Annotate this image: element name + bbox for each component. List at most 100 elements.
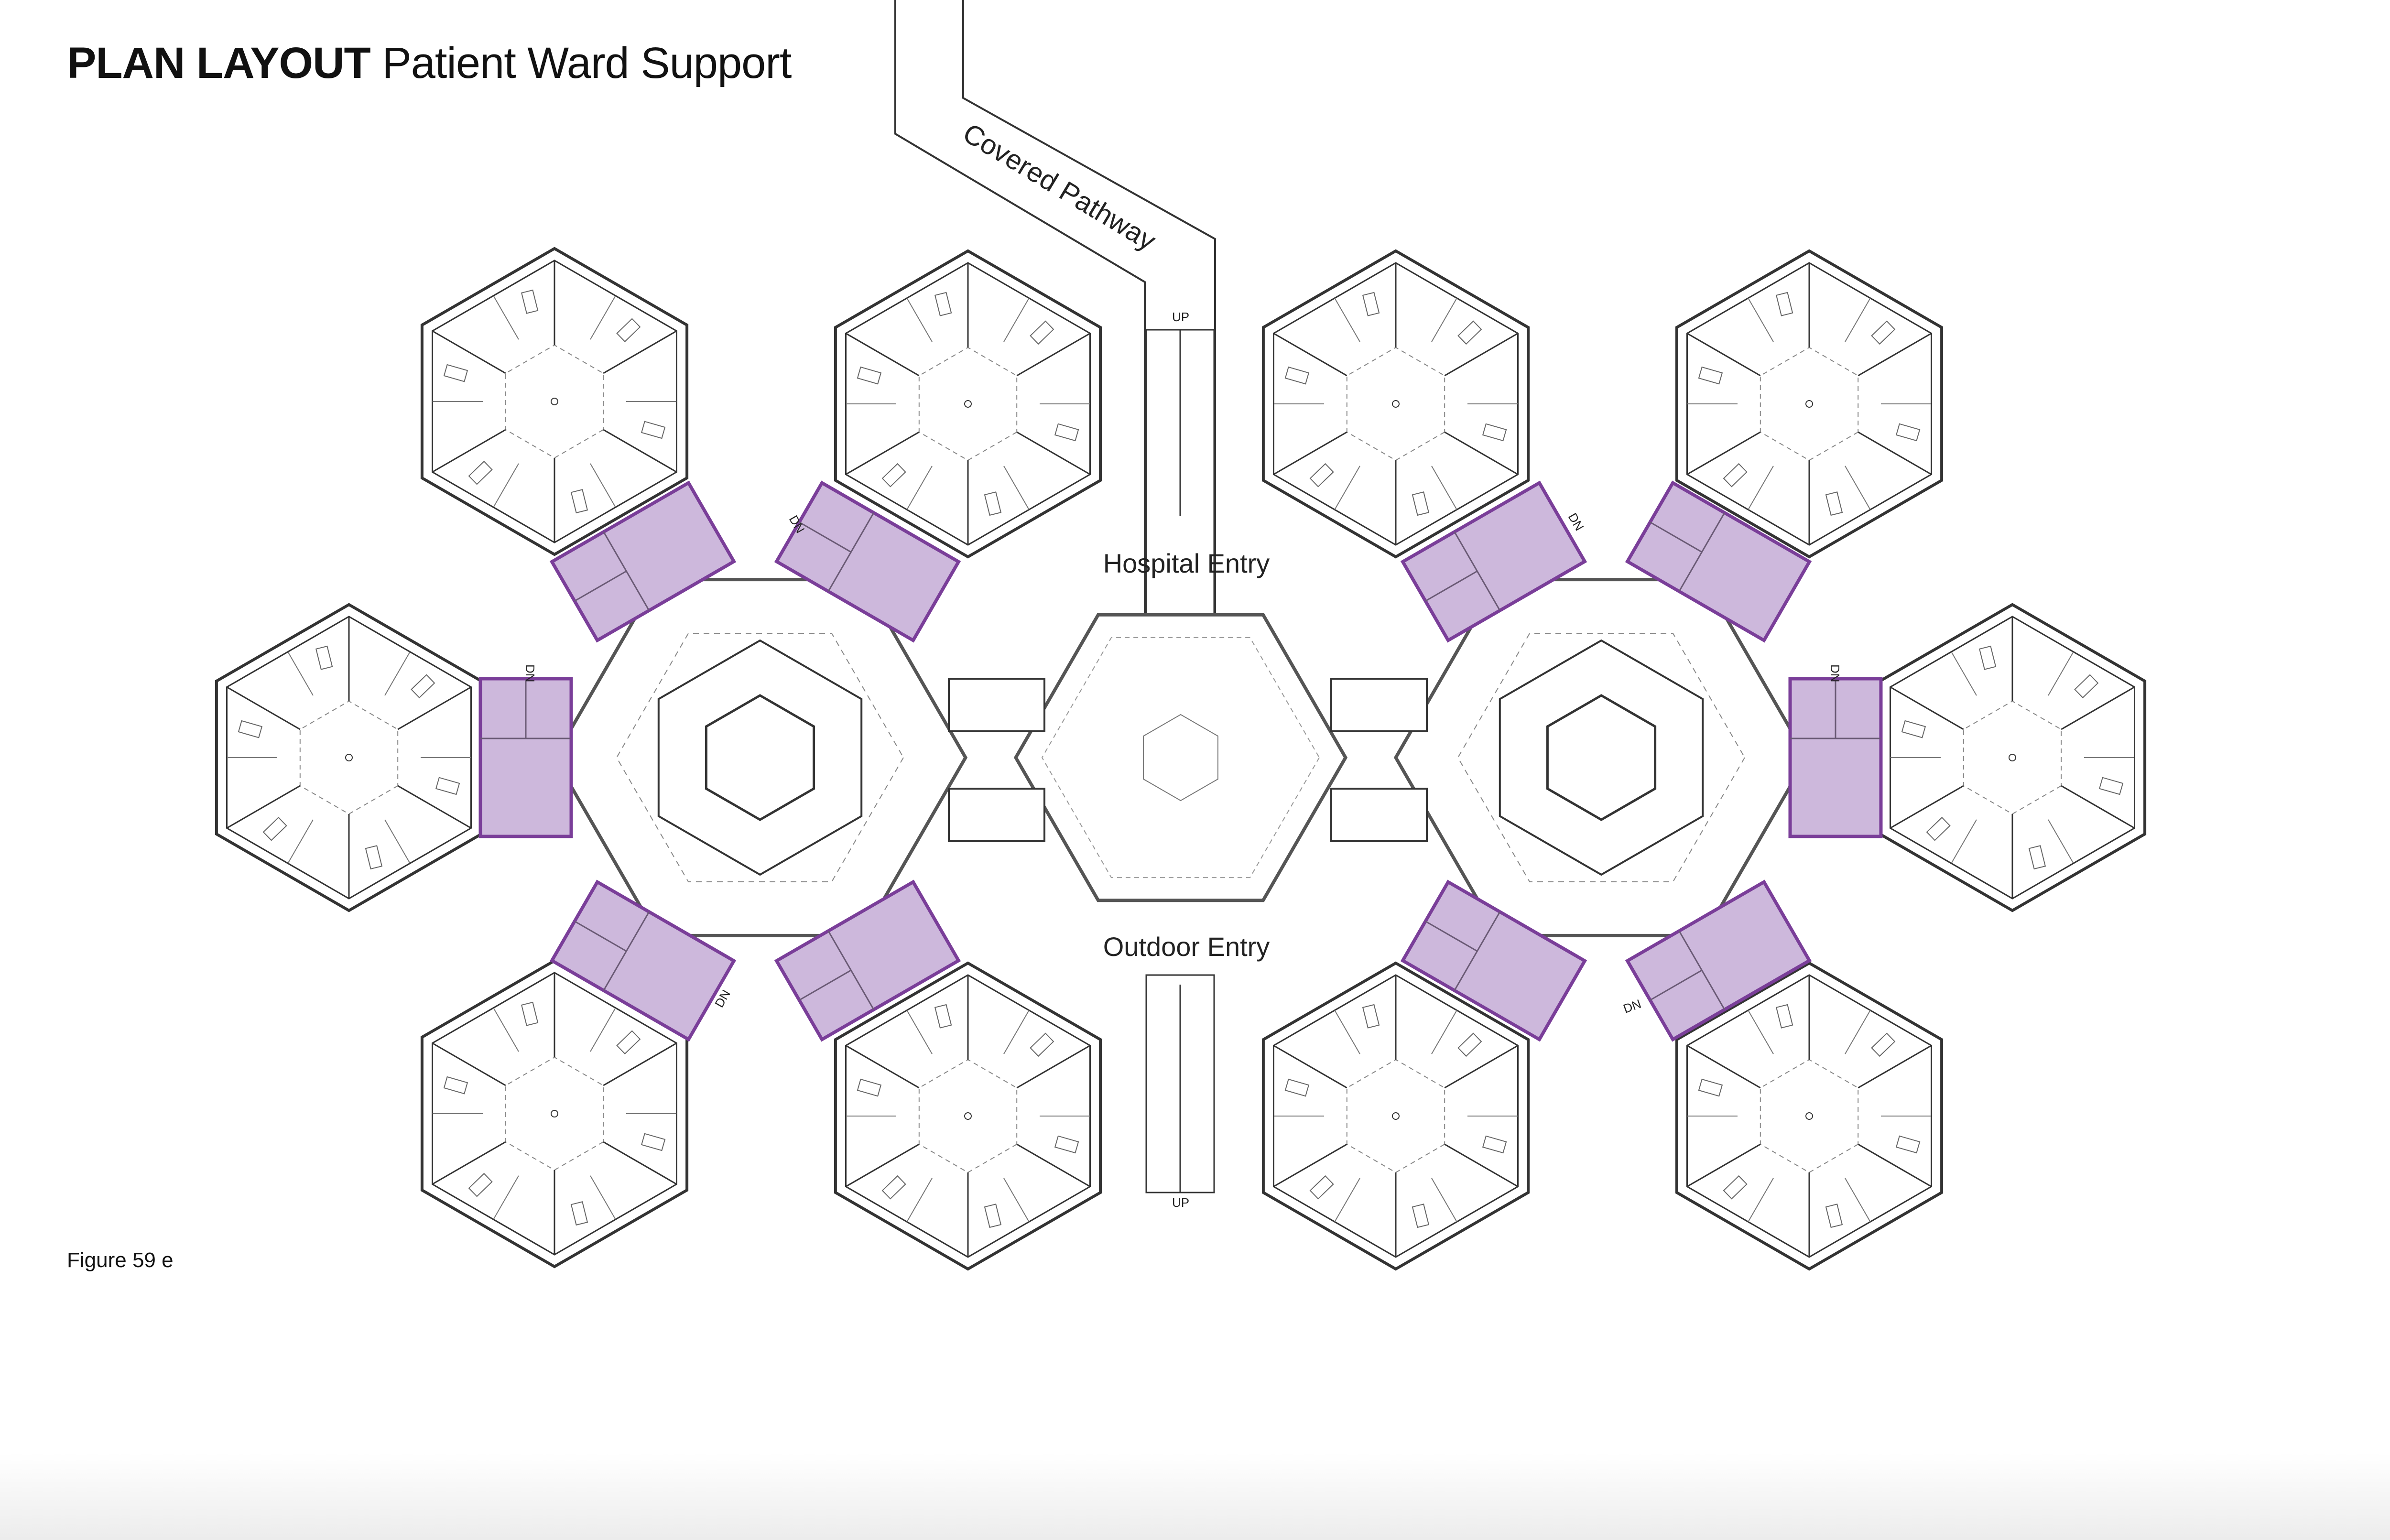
patient-bed <box>411 674 435 699</box>
wing-partition <box>1686 333 1761 377</box>
bay-divider <box>906 466 933 510</box>
wing-partition <box>845 333 920 377</box>
support-room-partition <box>799 521 852 553</box>
patient-bed <box>857 366 882 385</box>
patient-bed <box>2028 845 2046 870</box>
entry-hub-core <box>1143 714 1218 802</box>
wing-partition <box>1273 333 1347 377</box>
wing-partition <box>1444 1143 1519 1187</box>
pathway-edge-right <box>962 0 1216 631</box>
wing-center-mark <box>2009 754 2016 761</box>
title-bold: PLAN LAYOUT <box>67 39 371 87</box>
patient-bed <box>984 1204 1002 1228</box>
wing-center-mark <box>1805 1112 1813 1120</box>
wing-outer-wall <box>1675 249 1944 559</box>
support-room-2 <box>774 480 961 643</box>
support-room-partition <box>1425 921 1478 952</box>
wing-partition <box>2061 785 2135 829</box>
support-room-partition <box>1425 570 1478 602</box>
pathway-edge-left <box>894 0 1146 631</box>
bay-divider <box>906 1178 933 1222</box>
covered-pathway <box>894 0 1216 1193</box>
bay-divider <box>1431 1010 1457 1054</box>
connector-room-2 <box>1330 678 1428 732</box>
bay-divider <box>590 1175 616 1220</box>
patient-bed <box>1825 1204 1843 1228</box>
wing-partition <box>2061 686 2135 730</box>
bay-divider <box>1845 1178 1871 1222</box>
wing-partition <box>1016 1143 1091 1187</box>
ward-wing-8 <box>834 961 1102 1271</box>
bay-divider <box>493 1175 519 1220</box>
bay-divider <box>1334 466 1360 510</box>
connector-room-3 <box>948 788 1045 842</box>
dn-label-2: DN <box>523 664 537 683</box>
support-room-5 <box>478 677 573 838</box>
bay-divider <box>906 1010 933 1054</box>
bay-divider <box>2048 819 2074 864</box>
patient-bed <box>262 816 287 841</box>
support-room-10 <box>1625 879 1812 1042</box>
wing-partition <box>603 1042 677 1086</box>
bay-divider <box>590 463 616 508</box>
wing-center-mark <box>551 1110 558 1117</box>
ward-wing-6 <box>1878 603 2147 912</box>
bay-divider <box>2048 651 2074 696</box>
patient-bed <box>238 720 263 738</box>
patient-bed <box>570 1201 588 1226</box>
wing-partition <box>603 1141 677 1185</box>
wing-partition <box>1890 785 1964 829</box>
bay-divider <box>384 819 411 864</box>
patient-bed <box>1284 366 1310 385</box>
wing-partition <box>1686 1143 1761 1187</box>
ward-wing-2 <box>834 249 1102 559</box>
wing-partition <box>1016 1045 1091 1089</box>
wing-partition <box>1858 333 1932 377</box>
bay-divider <box>287 651 314 696</box>
bay-divider <box>1748 1178 1774 1222</box>
hub-circulation <box>1457 633 1746 882</box>
patient-bed <box>1309 463 1334 488</box>
wing-partition <box>1890 686 1964 730</box>
bay-divider <box>1003 298 1030 342</box>
wing-partition <box>397 686 472 730</box>
wing-center-mark <box>964 1112 972 1120</box>
hub-core <box>705 694 815 821</box>
ward-wing-1 <box>420 247 689 556</box>
patient-bed <box>521 1001 539 1026</box>
support-room-partition <box>574 570 627 602</box>
ward-wing-10 <box>1675 961 1944 1271</box>
patient-bed <box>1054 423 1079 442</box>
bay-divider <box>1431 1178 1457 1222</box>
support-room-1 <box>549 480 737 643</box>
bay-divider <box>493 463 519 508</box>
wing-partition <box>226 686 301 730</box>
bay-divider <box>1845 298 1871 342</box>
patient-bed <box>468 1172 493 1197</box>
wing-partition <box>603 330 677 374</box>
patient-bed <box>1482 1135 1507 1154</box>
patient-bed <box>1871 320 1896 345</box>
support-room-6 <box>1788 677 1883 838</box>
wing-partition <box>1273 1045 1347 1089</box>
support-room-8 <box>774 879 961 1042</box>
patient-bed <box>616 1030 641 1055</box>
hospital-entry-label: Hospital Entry <box>1103 548 1270 578</box>
patient-bed <box>1698 1078 1723 1097</box>
ward-wing-5 <box>215 603 483 912</box>
patient-bed <box>1895 1135 1921 1154</box>
patient-bed <box>315 645 333 670</box>
patient-bed <box>1871 1032 1896 1057</box>
bay-divider <box>1431 298 1457 342</box>
wing-partition <box>1016 333 1091 377</box>
patient-bed <box>1412 1204 1430 1228</box>
outdoor-entry-label: Outdoor Entry <box>1103 932 1270 962</box>
wing-partition <box>1686 431 1761 475</box>
bottom-shade <box>0 1453 2390 1540</box>
title-light: Patient Ward Support <box>382 39 792 87</box>
bay-divider <box>1003 1010 1030 1054</box>
support-room-9 <box>1400 879 1587 1042</box>
ward-wings <box>215 247 2147 1271</box>
